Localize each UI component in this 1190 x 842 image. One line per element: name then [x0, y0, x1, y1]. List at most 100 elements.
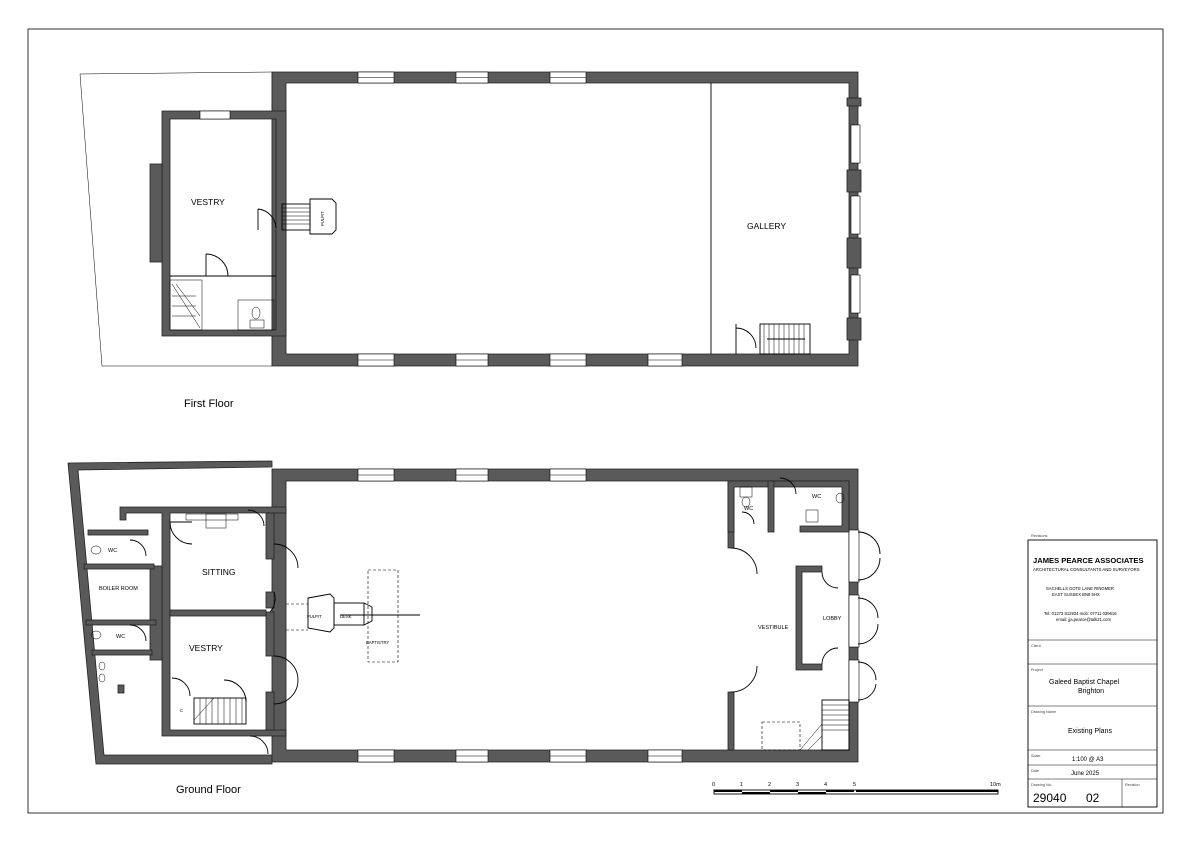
project-location: Brighton: [1078, 688, 1104, 695]
desk-label: DESK: [340, 614, 352, 619]
wc-toilet: [805, 509, 819, 523]
firm-address-1: SACHELLS GOTE LANE RINGMER: [1046, 586, 1114, 591]
boiler-wall: [85, 619, 157, 626]
drawing-sheet: 02: [1086, 791, 1100, 805]
urinal: [98, 661, 106, 671]
ground-vestry-stair: [171, 677, 247, 725]
first-floor-vestry-label: VESTRY: [191, 197, 225, 207]
pulpit-stair: [257, 198, 337, 235]
sheet-border: [27, 28, 1164, 814]
east-door-gap: [848, 594, 860, 648]
firm-address-2: EAST SUSSEX BN8 5HX: [1052, 592, 1100, 597]
annex-wall-vestry: [265, 611, 275, 657]
firm-tagline: ARCHITECTURAL CONSULTANTS AND SURVEYORS: [1033, 567, 1140, 572]
pulpit-projection: [286, 603, 308, 631]
west-annex-walls: [119, 506, 287, 737]
entrance-door-swings: [857, 531, 881, 701]
boiler-wall: [87, 529, 149, 536]
first-floor-plan: PULPIT VESTRY GALLERY First Floor: [79, 71, 862, 410]
wc-label: WC: [116, 634, 125, 640]
first-floor-main-walls: [271, 71, 859, 367]
revision-label: Revision: [1125, 783, 1140, 787]
sitting-label: SITTING: [202, 567, 236, 577]
wc-toilet: [739, 486, 753, 498]
east-pier: [846, 169, 862, 193]
wc-label: WC: [812, 494, 821, 500]
first-floor-vestry-walls: [161, 110, 287, 337]
lobby-label: LOBBY: [823, 616, 842, 622]
revisions-label: Revisions: [1031, 534, 1048, 538]
annex-wall-sitting: [265, 512, 275, 560]
annex-wall-sitting: [265, 591, 275, 609]
first-floor-caption: First Floor: [184, 398, 234, 410]
scale-segment: [856, 790, 998, 792]
scale-tick: 4: [824, 782, 827, 788]
ground-north-windows: [357, 468, 587, 482]
vestibule-label: VESTIBULE: [758, 625, 789, 631]
scale-segment: [770, 790, 798, 792]
east-door-gap: [848, 529, 860, 583]
scale-tick: 1: [740, 782, 743, 788]
vestry-stair: [169, 253, 275, 331]
pulpit-label-ground: PULPIT: [307, 614, 322, 619]
scale-tick: 2: [768, 782, 771, 788]
vestibule-stair: [761, 699, 850, 751]
wc-basin: [835, 492, 845, 504]
vestry-window: [199, 110, 231, 120]
wc-label: WC: [744, 506, 753, 512]
east-pier: [846, 237, 862, 269]
baptistry-label: BAPTISTRY: [366, 640, 389, 645]
wc-door-swings: [741, 477, 797, 525]
vestry-chimney: [149, 163, 163, 263]
annex-wall-vestry: [265, 691, 275, 731]
scale-tick: 10m: [990, 782, 1001, 788]
wc-pan: [90, 630, 102, 640]
scale-label: Scale: [1031, 754, 1041, 758]
north-windows: [357, 71, 587, 84]
pulpit-outline: [307, 593, 335, 633]
ground-south-windows: [357, 749, 683, 763]
wc-block-walls: [727, 480, 850, 533]
wc-label: WC: [108, 548, 117, 554]
project-name: Galeed Baptist Chapel: [1049, 679, 1119, 686]
scale-tick: 5: [853, 782, 856, 788]
project-label: Project: [1031, 668, 1044, 672]
scale-tick: 0: [712, 782, 715, 788]
vestry-door-swings: [223, 655, 299, 705]
firm-phone: Tel: 01273 812934 mob: 07711 039616: [1044, 611, 1117, 616]
boiler-room-label: BOILER ROOM: [99, 586, 138, 592]
east-pier: [846, 97, 862, 107]
ground-floor-caption: Ground Floor: [176, 784, 241, 796]
annex-chimney: [149, 565, 163, 661]
ground-vestry-label: VESTRY: [189, 643, 223, 653]
gallery-label: GALLERY: [747, 221, 786, 231]
gallery-stair: [735, 323, 811, 355]
wc-pan: [90, 545, 102, 555]
cupboard-label: C: [180, 708, 183, 713]
date-value: June 2025: [1071, 771, 1100, 777]
scale-value: 1:100 @ A3: [1072, 757, 1104, 763]
client-label: Client: [1031, 644, 1042, 648]
scale-segment: [742, 792, 770, 794]
ground-site-wall: [67, 460, 273, 765]
scale-bar: 0 1 2 3 4 5 10m: [712, 782, 1001, 795]
title-block: Revisions JAMES PEARCE ASSOCIATES ARCHIT…: [1027, 534, 1158, 808]
sitting-door-swings: [169, 509, 299, 613]
ground-floor-plan: SITTING VESTRY BOILER ROOM WC WC WC WC V…: [67, 460, 881, 796]
vestry-cupboard-door: [171, 677, 191, 697]
wc-partition: [767, 480, 775, 533]
drawing-number-label: Drawing No.: [1031, 783, 1052, 787]
east-windows: [850, 124, 861, 314]
boiler-wall: [91, 649, 153, 656]
desk-outline: [333, 602, 365, 626]
firm-name: JAMES PEARCE ASSOCIATES: [1033, 556, 1144, 565]
south-windows: [357, 353, 683, 367]
baptistry-outline: [367, 569, 399, 663]
firm-email: email: jja.pearce@talk21.com: [1056, 617, 1112, 622]
drawing-name: Existing Plans: [1068, 728, 1112, 735]
urinal: [98, 673, 106, 683]
scale-tick: 3: [796, 782, 799, 788]
drawing-name-label: Drawing Name: [1031, 710, 1056, 714]
sitting-worktop: [185, 513, 239, 521]
